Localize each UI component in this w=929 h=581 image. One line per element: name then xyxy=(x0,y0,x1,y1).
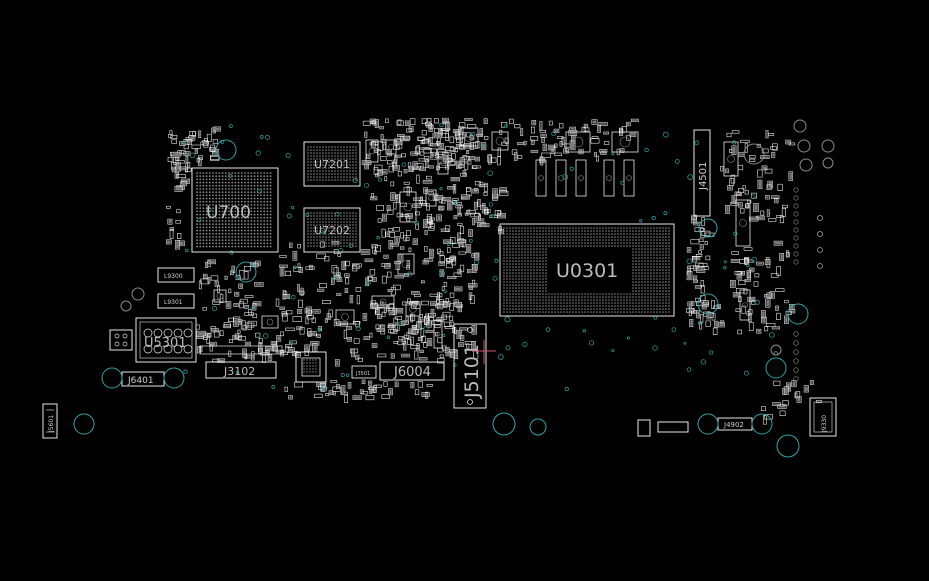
small-components-layer xyxy=(166,117,822,425)
j4902-label: J4902 xyxy=(723,421,744,429)
l9300-inductor[interactable]: L9300 xyxy=(157,267,195,283)
u700-bga-chip[interactable]: U700 xyxy=(191,167,279,253)
j3501-connector[interactable]: J3501 xyxy=(351,365,377,379)
u700-label: U700 xyxy=(206,203,251,223)
cursor-crosshair xyxy=(472,340,496,364)
j5601-connector[interactable]: J5601 xyxy=(42,403,58,439)
u7201-memory-chip[interactable]: U7201 xyxy=(303,141,361,187)
j6004-label: J6004 xyxy=(393,365,431,380)
j5101-label: J5101 xyxy=(461,344,483,399)
j4501-connector[interactable]: J4501 xyxy=(693,129,711,217)
l9301-inductor[interactable]: L9301 xyxy=(157,293,195,309)
j3102-connector[interactable]: J3102 xyxy=(205,361,277,379)
gray-holes xyxy=(120,119,835,356)
u0301-label: U0301 xyxy=(556,260,618,282)
u0301-cpu-bga[interactable]: U0301 xyxy=(499,223,675,317)
j9330-connector[interactable]: J9330 xyxy=(809,397,837,437)
u7201-label: U7201 xyxy=(314,158,350,171)
j5601-label: J5601 xyxy=(48,415,55,433)
mounting-holes xyxy=(73,139,809,458)
qfn-chip-center[interactable] xyxy=(295,351,327,383)
u7202-memory-chip[interactable]: U7202 xyxy=(303,207,361,253)
j6401-label: J6401 xyxy=(127,376,154,386)
j3102-label: J3102 xyxy=(223,365,255,378)
u5301-label: U5301 xyxy=(144,336,187,351)
u5301-component[interactable]: U5301 xyxy=(135,317,197,363)
j4501-label: J4501 xyxy=(698,162,709,191)
bottom-flex-connector[interactable] xyxy=(637,419,689,437)
j3501-label: J3501 xyxy=(355,371,370,377)
j5101-connector[interactable]: J5101 xyxy=(453,323,487,409)
j3102-pin-row xyxy=(199,345,283,355)
l9300-label: L9300 xyxy=(164,273,183,280)
tl-small-square[interactable] xyxy=(109,329,133,351)
u7202-label: U7202 xyxy=(314,224,350,237)
l9301-label: L9301 xyxy=(164,299,183,306)
j9330-label: J9330 xyxy=(821,415,828,433)
vias-layer xyxy=(181,122,823,392)
j6004-connector[interactable]: J6004 xyxy=(379,361,445,381)
